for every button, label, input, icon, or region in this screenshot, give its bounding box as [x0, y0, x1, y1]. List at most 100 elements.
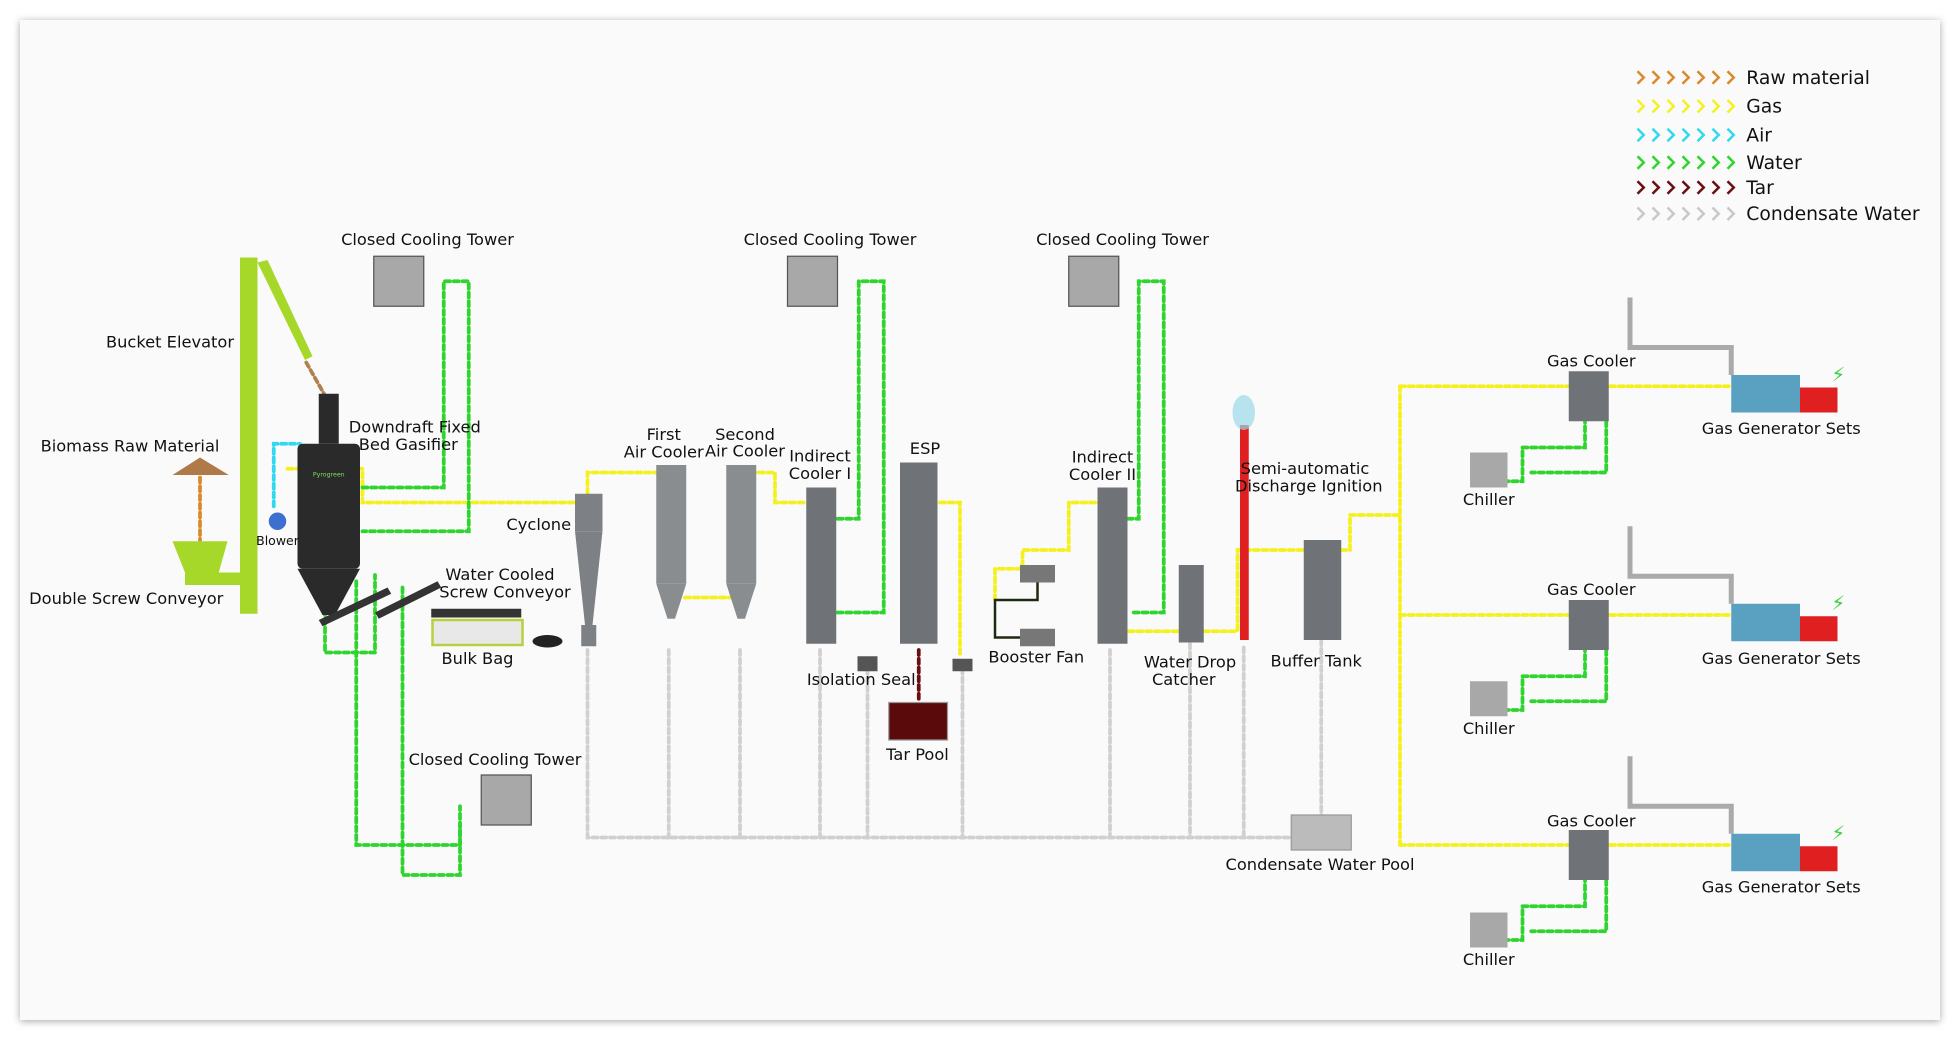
legend-label: Water	[1746, 153, 1802, 174]
equipment: Pyrogreen	[172, 255, 1845, 948]
cyclone	[575, 493, 603, 532]
chevron-right-icon	[1651, 127, 1661, 143]
chevron-right-icon	[1681, 70, 1691, 85]
bulk-bag	[431, 618, 524, 647]
label-wc-screw: Water Cooled	[445, 565, 554, 584]
label-buffer-tank: Buffer Tank	[1271, 651, 1363, 670]
label-gasifier: Downdraft Fixed	[349, 418, 481, 437]
label-blower: Blower	[256, 533, 300, 548]
label-first-air-cooler: First	[647, 425, 681, 444]
tar-pool	[888, 701, 949, 741]
double-screw-conveyor	[172, 541, 228, 573]
equipment-labels: Closed Cooling Tower Closed Cooling Towe…	[29, 230, 1861, 969]
exhaust-pipe	[1627, 526, 1734, 604]
gas-flow-esp-fan	[938, 500, 962, 659]
closed-cooling-tower	[480, 774, 532, 826]
gas-flow-to-indirect1	[748, 470, 809, 505]
label-cyclone: Cyclone	[506, 515, 571, 534]
generator-line-1: ⚡	[1470, 297, 1845, 488]
legend-label: Tar	[1745, 178, 1774, 199]
power-bolt-icon: ⚡	[1831, 821, 1845, 845]
label-first-air-cooler: Air Cooler	[624, 443, 704, 462]
legend-item: Condensate Water	[1636, 204, 1920, 225]
chevron-right-icon	[1711, 155, 1721, 170]
label-indirect-cooler-2: Indirect	[1072, 448, 1134, 467]
cyclone-leg	[581, 625, 597, 647]
chevron-right-icon	[1696, 155, 1706, 170]
condensate-water-pool	[1290, 814, 1352, 851]
esp	[900, 462, 938, 644]
gas-cooler	[1568, 830, 1609, 880]
chevron-right-icon	[1636, 70, 1646, 85]
gasifier-top	[318, 393, 339, 444]
water-drop-catcher	[1178, 565, 1204, 643]
chevron-right-icon	[1636, 180, 1646, 195]
chevron-right-icon	[1726, 180, 1736, 195]
chevron-right-icon	[1711, 99, 1721, 114]
chevron-right-icon	[1696, 206, 1706, 221]
condensate-flow	[585, 648, 1296, 840]
label-isolation-seal: Isolation Seal	[807, 670, 916, 689]
closed-cooling-tower	[786, 255, 839, 307]
label-indirect-cooler-2: Cooler II	[1069, 465, 1136, 484]
chevron-right-icon	[1666, 155, 1676, 170]
label-chiller: Chiller	[1463, 719, 1515, 738]
discharge-ignition-stack	[1240, 425, 1249, 640]
label-water-drop-catcher: Water Drop	[1144, 653, 1236, 672]
power-bolt-icon: ⚡	[1831, 362, 1845, 386]
chevron-right-icon	[1651, 155, 1661, 170]
gasifier-cone	[297, 568, 360, 615]
label-generator: Gas Generator Sets	[1702, 419, 1861, 438]
flame-icon	[1232, 395, 1255, 430]
water-flow-chiller-2b	[1529, 639, 1609, 704]
label-bulk-bag: Bulk Bag	[442, 649, 514, 668]
chevron-right-icon	[1666, 206, 1676, 221]
chevron-right-icon	[1636, 127, 1646, 143]
chevron-right-icon	[1636, 155, 1646, 170]
booster-fan-piping	[993, 582, 1039, 639]
label-ignition: Discharge Ignition	[1235, 476, 1383, 495]
chevron-right-icon	[1696, 180, 1706, 195]
label-esp: ESP	[910, 439, 941, 458]
downdraft-gasifier	[297, 443, 360, 569]
chevron-right-icon	[1681, 127, 1691, 143]
label-double-screw: Double Screw Conveyor	[29, 589, 224, 608]
generator-line-2: ⚡	[1470, 526, 1845, 717]
gasifier-brand-logo: Pyrogreen	[313, 471, 345, 478]
elevator-chute	[257, 260, 313, 360]
chevron-right-icon	[1726, 99, 1736, 114]
label-indirect-cooler-1: Indirect	[789, 446, 851, 465]
chevron-right-icon	[1696, 70, 1706, 85]
chevron-right-icon	[1711, 70, 1721, 85]
legend-label: Raw material	[1746, 68, 1870, 89]
label-second-air-cooler: Air Cooler	[705, 441, 785, 460]
double-screw-conveyor-shaft	[185, 572, 245, 585]
label-cooling-tower: Closed Cooling Tower	[409, 750, 582, 769]
generator-alternator	[1800, 387, 1838, 413]
gas-flow-main-header	[1339, 513, 1402, 552]
chevron-right-icon	[1681, 180, 1691, 195]
chevron-right-icon	[1681, 206, 1691, 221]
water-flow-chiller-3b	[1529, 869, 1609, 934]
exhaust-pipe	[1627, 297, 1734, 375]
second-air-cooler-hopper	[726, 583, 757, 619]
generator-alternator	[1800, 846, 1838, 872]
label-tar-pool: Tar Pool	[885, 745, 949, 764]
chevron-right-icon	[1711, 127, 1721, 143]
water-cooled-screw-conveyor	[318, 587, 392, 627]
chevron-right-icon	[1651, 99, 1661, 114]
closed-cooling-tower	[1068, 255, 1120, 307]
chevron-right-icon	[1636, 99, 1646, 114]
label-second-air-cooler: Second	[715, 425, 775, 444]
isolation-seal-2	[952, 658, 973, 672]
discharge-conveyor	[431, 608, 522, 618]
chevron-right-icon	[1681, 155, 1691, 170]
booster-fan-2	[1020, 628, 1055, 647]
water-flow-chiller-1	[1504, 398, 1587, 484]
blower-icon	[268, 512, 287, 530]
legend-label: Condensate Water	[1746, 204, 1920, 225]
label-generator: Gas Generator Sets	[1702, 649, 1861, 668]
label-biomass: Biomass Raw Material	[41, 436, 220, 455]
